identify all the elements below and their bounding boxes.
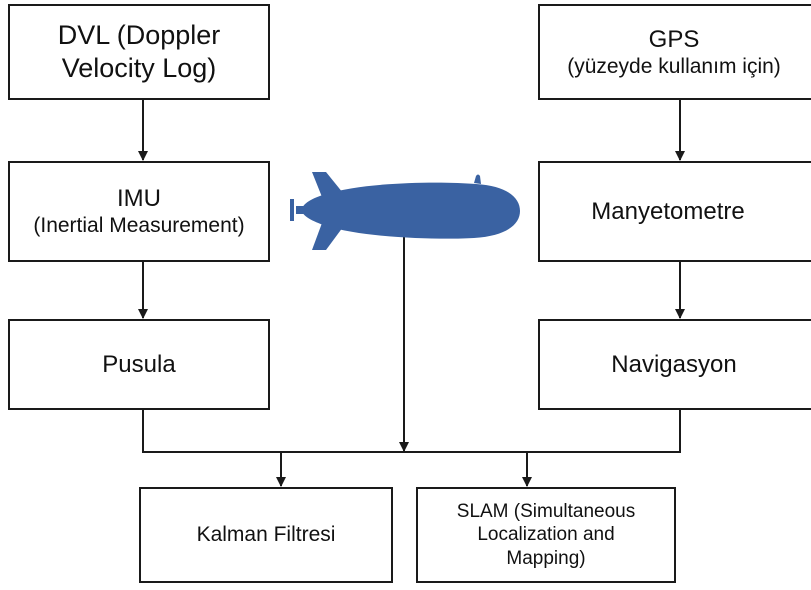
dvl-label-line2: Velocity Log) (61, 53, 217, 83)
manyetometre-label: Manyetometre (591, 197, 745, 225)
merge-line (142, 410, 681, 453)
kalman-filter-box: Kalman Filtresi (139, 487, 393, 583)
gps-label-line2: (yüzeyde kullanım için) (567, 54, 781, 78)
auv-submarine-icon (290, 172, 520, 250)
gps-label-line1: GPS (648, 25, 700, 53)
imu-label-line1: IMU (117, 185, 161, 213)
manyetometre-box: Manyetometre (538, 161, 811, 262)
pusula-label: Pusula (102, 350, 176, 378)
navigasyon-label: Navigasyon (611, 350, 737, 378)
imu-label-line2: (Inertial Measurement) (33, 214, 245, 238)
kalman-label: Kalman Filtresi (196, 523, 336, 547)
dvl-box: DVL (Doppler Velocity Log) (8, 4, 270, 100)
slam-label-line1: SLAM (Simultaneous (456, 501, 636, 523)
gps-box: GPS (yüzeyde kullanım için) (538, 4, 811, 100)
dvl-label-line1: DVL (Doppler (57, 20, 221, 51)
navigasyon-box: Navigasyon (538, 319, 811, 410)
pusula-box: Pusula (8, 319, 270, 410)
slam-label-line2: Localization and (477, 524, 615, 546)
slam-label-line3: Mapping) (506, 547, 586, 569)
imu-box: IMU (Inertial Measurement) (8, 161, 270, 262)
slam-box: SLAM (Simultaneous Localization and Mapp… (416, 487, 676, 583)
